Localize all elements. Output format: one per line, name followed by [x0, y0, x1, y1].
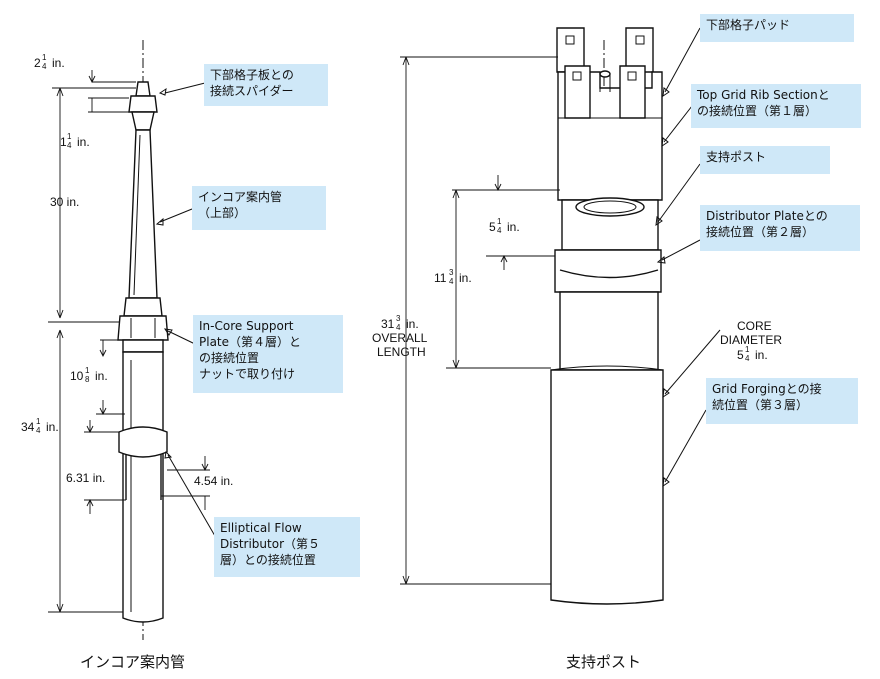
svg-text:5: 5	[489, 220, 496, 234]
svg-text:in.: in.	[459, 271, 472, 285]
svg-text:34: 34	[21, 420, 35, 434]
svg-text:3: 3	[449, 268, 454, 277]
svg-text:1: 1	[85, 366, 90, 375]
svg-text:8: 8	[85, 375, 90, 384]
svg-text:CORE: CORE	[737, 319, 772, 333]
svg-text:11: 11	[434, 271, 447, 285]
svg-text:4: 4	[497, 226, 502, 235]
left-dim-d4: 10 1 8 in.	[70, 366, 108, 384]
svg-text:1: 1	[497, 217, 502, 226]
left-dim-6-31: 6.31 in.	[66, 471, 105, 485]
svg-text:1: 1	[67, 132, 72, 141]
right-dim-d1: 5 1 4 in.	[489, 217, 520, 235]
svg-text:4: 4	[42, 62, 47, 71]
svg-text:OVERALL: OVERALL	[372, 331, 428, 345]
svg-text:4: 4	[449, 277, 454, 286]
right-dim-d2: 11 3 4 in.	[434, 268, 472, 286]
svg-text:2: 2	[34, 56, 41, 70]
svg-text:4: 4	[67, 141, 72, 150]
post-upper-body	[559, 291, 659, 371]
callout-distributor-plate: Distributor Plateとの 接続位置（第２層）	[700, 205, 860, 251]
svg-text:10: 10	[70, 369, 84, 383]
callout-grid-forging: Grid Forgingとの接 続位置（第３層）	[706, 378, 858, 424]
left-caption: インコア案内管	[80, 653, 185, 671]
right-dimension-lines	[400, 56, 560, 585]
svg-text:in.: in.	[95, 369, 108, 383]
svg-text:DIAMETER: DIAMETER	[720, 333, 782, 347]
upper-nut	[123, 297, 163, 317]
callout-lower-grid-pad: 下部格子パッド	[700, 14, 854, 42]
svg-text:1: 1	[745, 345, 750, 354]
spider-top	[135, 81, 151, 97]
left-dimension-lines	[48, 70, 210, 613]
callout-elliptical-distributor: Elliptical Flow Distributor（第５ 層）との接続位置	[214, 517, 360, 577]
svg-text:in.: in.	[406, 317, 419, 331]
lower-tube	[122, 351, 164, 623]
spider-block	[128, 95, 158, 113]
distributor-ring	[554, 249, 662, 293]
right-dim-overall: 31 3 4 in. OVERALL LENGTH	[372, 314, 428, 359]
left-dim-30: 30 in.	[50, 195, 79, 209]
support-plate-nut	[117, 315, 169, 341]
svg-text:in.: in.	[46, 420, 59, 434]
left-dim-d1: 2 1 4 in.	[34, 53, 65, 71]
svg-text:31: 31	[381, 317, 395, 331]
distributor-band	[118, 426, 168, 458]
left-dim-d5: 34 1 4 in.	[21, 417, 59, 435]
svg-text:in.: in.	[507, 220, 520, 234]
right-dim-core-diameter: CORE DIAMETER 5 1 4 in.	[720, 319, 782, 363]
callout-support-post: 支持ポスト	[700, 146, 830, 174]
svg-text:4: 4	[36, 426, 41, 435]
svg-text:1: 1	[42, 53, 47, 62]
svg-text:in.: in.	[77, 135, 90, 149]
left-dim-4-54: 4.54 in.	[194, 474, 233, 488]
left-dim-d2: 1 1 4 in.	[60, 132, 90, 150]
callout-top-grid-rib: Top Grid Rib Sectionと の接続位置（第１層）	[691, 84, 861, 128]
svg-text:4: 4	[745, 354, 750, 363]
callout-support-plate: In-Core Support Plate（第４層）と の接続位置 ナットで取り…	[193, 315, 343, 393]
svg-text:in.: in.	[755, 348, 768, 362]
left-leaders	[155, 82, 216, 537]
right-leaders	[655, 27, 721, 488]
callout-guide-tube: インコア案内管 （上部）	[192, 186, 326, 230]
support-post-drawing: 5 1 4 in. 11 3 4 in. 31 3 4 in. OVERALL …	[372, 27, 782, 671]
svg-text:1: 1	[60, 135, 67, 149]
spider-cone	[131, 111, 155, 131]
svg-text:in.: in.	[52, 56, 65, 70]
pad-prong-right-front	[619, 65, 646, 119]
pad-prong-left-front	[564, 65, 591, 119]
svg-text:LENGTH: LENGTH	[377, 345, 426, 359]
svg-text:4: 4	[396, 323, 401, 332]
incore-guide-tube-drawing: 2 1 4 in. 1 1 4 in. 30 in. 10 1 8 in. 34…	[21, 40, 233, 671]
right-caption: 支持ポスト	[566, 653, 641, 671]
svg-text:1: 1	[36, 417, 41, 426]
post-lower-body	[550, 369, 664, 605]
callout-spider: 下部格子板との 接続スパイダー	[204, 64, 328, 106]
svg-text:5: 5	[737, 348, 744, 362]
svg-text:3: 3	[396, 314, 401, 323]
upper-tube	[128, 129, 158, 299]
